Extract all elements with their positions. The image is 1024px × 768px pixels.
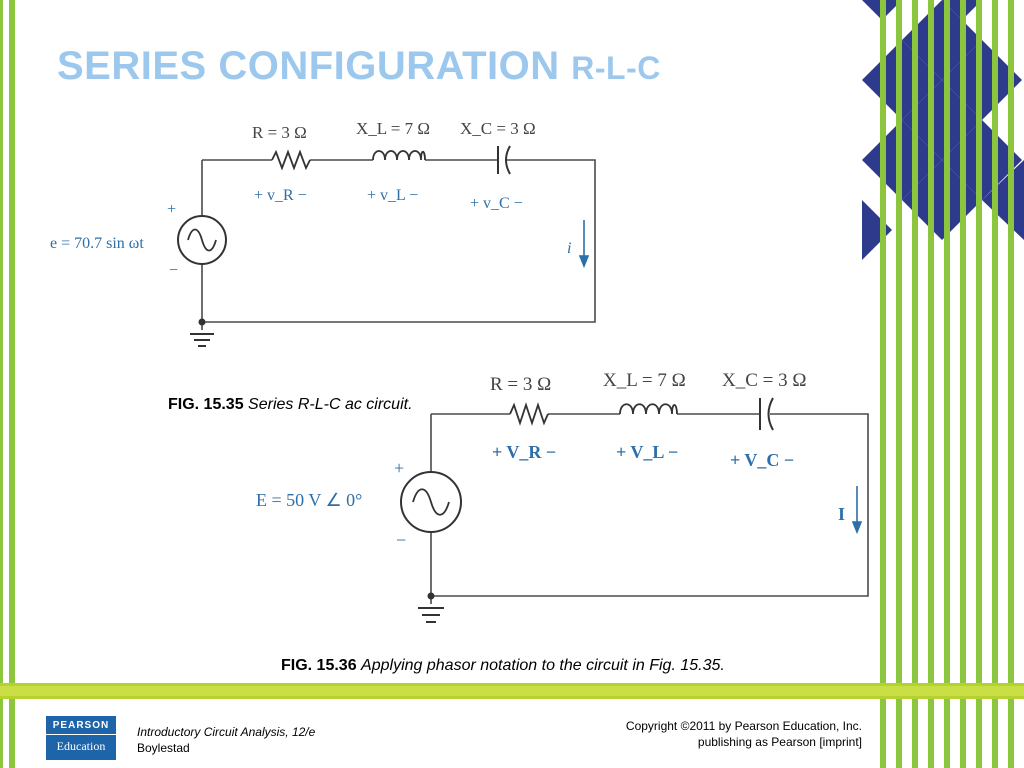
fig1-vc-label: + v_C − bbox=[470, 195, 523, 212]
fig1-capacitive-reactance-label: X_C = 3 Ω bbox=[460, 119, 536, 138]
fig1-current-label: i bbox=[567, 240, 571, 257]
figure-caption-15-36: FIG. 15.36 Applying phasor notation to t… bbox=[281, 657, 725, 674]
fig2-source-label: E = 50 V ∠ 0° bbox=[256, 490, 362, 510]
fig1-vr-label: + v_R − bbox=[254, 187, 307, 204]
resistor-symbol bbox=[509, 402, 549, 426]
fig1-resistance-label: R = 3 Ω bbox=[252, 123, 307, 142]
footer-copyright: Copyright ©2011 by Pearson Education, In… bbox=[626, 718, 862, 750]
footer-book-info: Introductory Circuit Analysis, 12/e Boyl… bbox=[137, 724, 315, 756]
capacitor-symbol bbox=[497, 145, 511, 175]
inductor-symbol bbox=[372, 150, 426, 161]
ac-source-symbol bbox=[400, 471, 462, 533]
fig2-source-plus: + bbox=[394, 458, 404, 478]
current-arrow bbox=[578, 220, 590, 269]
fig1-source-label: e = 70.7 sin ωt bbox=[50, 235, 144, 252]
fig2-vr-label: + V_R − bbox=[492, 442, 556, 462]
inductor-symbol bbox=[619, 403, 678, 415]
fig2-vc-label: + V_C − bbox=[730, 450, 794, 470]
fig2-resistance-label: R = 3 Ω bbox=[490, 374, 551, 395]
circuit-diagram-fig-15-35: R = 3 Ω X_L = 7 Ω X_C = 3 Ω + v_R − + v_… bbox=[50, 119, 596, 347]
footer-copyright-line: Copyright ©2011 by Pearson Education, In… bbox=[625, 719, 862, 733]
footer-author: Boylestad bbox=[137, 741, 190, 755]
fig2-capacitive-reactance-label: X_C = 3 Ω bbox=[722, 370, 806, 391]
pearson-education-logo: PEARSON Education bbox=[46, 716, 116, 760]
figure-caption-15-35: FIG. 15.35 Series R-L-C ac circuit. bbox=[168, 396, 413, 413]
fig2-vl-label: + V_L − bbox=[616, 442, 678, 462]
slide-title: SERIES CONFIGURATION R-L-C bbox=[57, 44, 661, 88]
right-stripe-decoration bbox=[862, 0, 1024, 768]
ac-source-symbol bbox=[177, 215, 227, 265]
fig1-source-plus: + bbox=[167, 201, 176, 218]
fig1-inductive-reactance-label: X_L = 7 Ω bbox=[356, 119, 430, 138]
footer-imprint-line: publishing as Pearson [imprint] bbox=[697, 735, 862, 749]
ground-symbol bbox=[418, 592, 444, 623]
footer-book-title: Introductory Circuit Analysis, 12/e bbox=[137, 725, 316, 739]
fig1-source-minus: − bbox=[169, 262, 178, 279]
fig2-current-label: I bbox=[838, 504, 845, 524]
ground-symbol bbox=[190, 318, 214, 347]
capacitor-symbol bbox=[759, 397, 774, 431]
resistor-symbol bbox=[271, 149, 311, 171]
fig2-inductive-reactance-label: X_L = 7 Ω bbox=[603, 370, 686, 391]
left-stripe-decoration bbox=[0, 0, 15, 768]
slide-title-suffix: R-L-C bbox=[571, 50, 661, 86]
current-arrow bbox=[851, 486, 863, 535]
fig2-source-minus: − bbox=[396, 530, 406, 550]
bottom-band bbox=[0, 683, 1024, 699]
fig1-vl-label: + v_L − bbox=[367, 187, 418, 204]
circuit-diagram-fig-15-36: R = 3 Ω X_L = 7 Ω X_C = 3 Ω + V_R − + V_… bbox=[256, 370, 869, 623]
